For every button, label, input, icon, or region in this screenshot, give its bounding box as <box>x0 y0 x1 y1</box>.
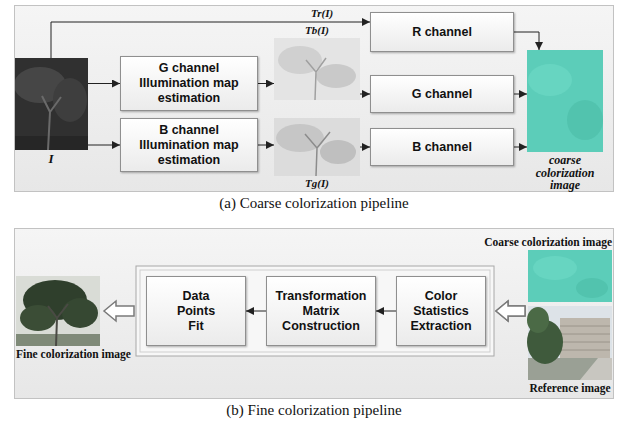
trunk <box>48 304 68 346</box>
flow-arrow <box>258 83 274 84</box>
foliage <box>320 140 356 164</box>
hollow-arrow <box>104 301 134 321</box>
coarse-image <box>528 250 612 302</box>
image-label: I <box>14 152 88 166</box>
image-label: Reference image <box>515 382 624 394</box>
reference-image: Reference image <box>528 306 612 380</box>
illumination-map-image <box>274 118 360 176</box>
image-label: Tb(I) <box>274 25 360 37</box>
panel-caption: (b) Fine colorization pipeline <box>15 402 613 419</box>
image-label: coarse colorization image <box>520 154 610 192</box>
reference-image <box>527 306 612 380</box>
panel-caption: (a) Coarse colorization pipeline <box>15 195 613 212</box>
image-ground <box>274 118 360 176</box>
channel-box: G channel <box>370 75 514 113</box>
flow-arrow <box>88 83 120 84</box>
road <box>580 358 612 380</box>
flow-arrow <box>376 311 396 312</box>
box-label: Transformation Matrix Construction <box>269 289 373 334</box>
illumination-map: Tb(I) <box>274 39 360 100</box>
trunk <box>306 58 326 100</box>
process-box: Color Statistics Extraction <box>396 276 486 346</box>
input-image: I <box>14 58 88 150</box>
channel-box: R channel <box>370 12 514 52</box>
illumination-map-image <box>274 38 360 100</box>
tint-patch <box>576 278 608 298</box>
flow-arrow <box>514 94 527 95</box>
tree <box>527 307 549 333</box>
box-label: G channel <box>412 87 472 102</box>
image-label: Fine colorization image <box>16 348 166 360</box>
flow-arrow <box>360 147 370 148</box>
fine-image: Fine colorization image <box>16 276 100 346</box>
process-box: Data Points Fit <box>146 276 246 346</box>
sky <box>528 306 612 380</box>
hollow-arrow <box>496 301 525 321</box>
box-label: G channel Illumination map estimation <box>130 61 248 106</box>
box-label: B channel <box>412 140 472 155</box>
coarse-image: coarse colorization image <box>527 50 603 152</box>
tint-patch <box>567 100 603 140</box>
pipeline-frame-inner <box>140 270 490 352</box>
pipeline-panel: Fine colorization image Data Points Fit Tr… <box>14 228 614 399</box>
coarse-image <box>527 50 603 152</box>
sky <box>16 276 100 346</box>
image-ground <box>274 38 360 100</box>
image-label: Tg(I) <box>274 178 360 190</box>
image-ground <box>527 50 603 152</box>
box-label: R channel <box>412 25 472 40</box>
flow-arrow <box>514 147 527 148</box>
flow-arrow <box>258 145 274 146</box>
flow-arrow <box>51 22 370 58</box>
ground <box>14 136 88 150</box>
panel-ground <box>14 5 614 192</box>
flow-arrow <box>514 32 539 50</box>
hollow-arrow <box>496 301 525 321</box>
ground <box>16 334 100 346</box>
pipeline-frame <box>136 266 494 356</box>
windows <box>560 326 610 350</box>
coarse-image: Coarse colorization image <box>528 250 612 302</box>
tint-patch <box>533 256 577 280</box>
flow-arrow <box>360 94 370 95</box>
foliage <box>278 46 322 74</box>
image-ground <box>14 58 88 150</box>
foliage <box>62 298 98 328</box>
box-label: Color Statistics Extraction <box>405 289 477 334</box>
panel-ground <box>14 228 614 399</box>
box-label: Data Points Fit <box>170 289 222 334</box>
illumination-map: Tg(I) <box>274 118 360 176</box>
flow-arrow <box>88 145 120 146</box>
process-box: G channel Illumination map estimation <box>120 56 258 111</box>
foliage <box>316 64 356 88</box>
process-box: Transformation Matrix Construction <box>266 276 376 346</box>
trunk <box>42 96 61 150</box>
box-label: B channel Illumination map estimation <box>130 123 248 168</box>
pipeline-panel: I G channel Illumination map estimation B … <box>14 5 614 192</box>
building <box>560 318 610 358</box>
image-label: Coarse colorization image <box>442 236 612 248</box>
flow-arrow <box>246 311 266 312</box>
tint-patch <box>528 64 572 96</box>
process-box: B channel Illumination map estimation <box>120 118 258 172</box>
image-ground <box>528 250 612 302</box>
edge-label: Tr(I) <box>292 8 352 20</box>
input-image <box>14 58 88 150</box>
trunk <box>305 132 330 176</box>
channel-box: B channel <box>370 128 514 166</box>
fine-image <box>16 276 100 346</box>
